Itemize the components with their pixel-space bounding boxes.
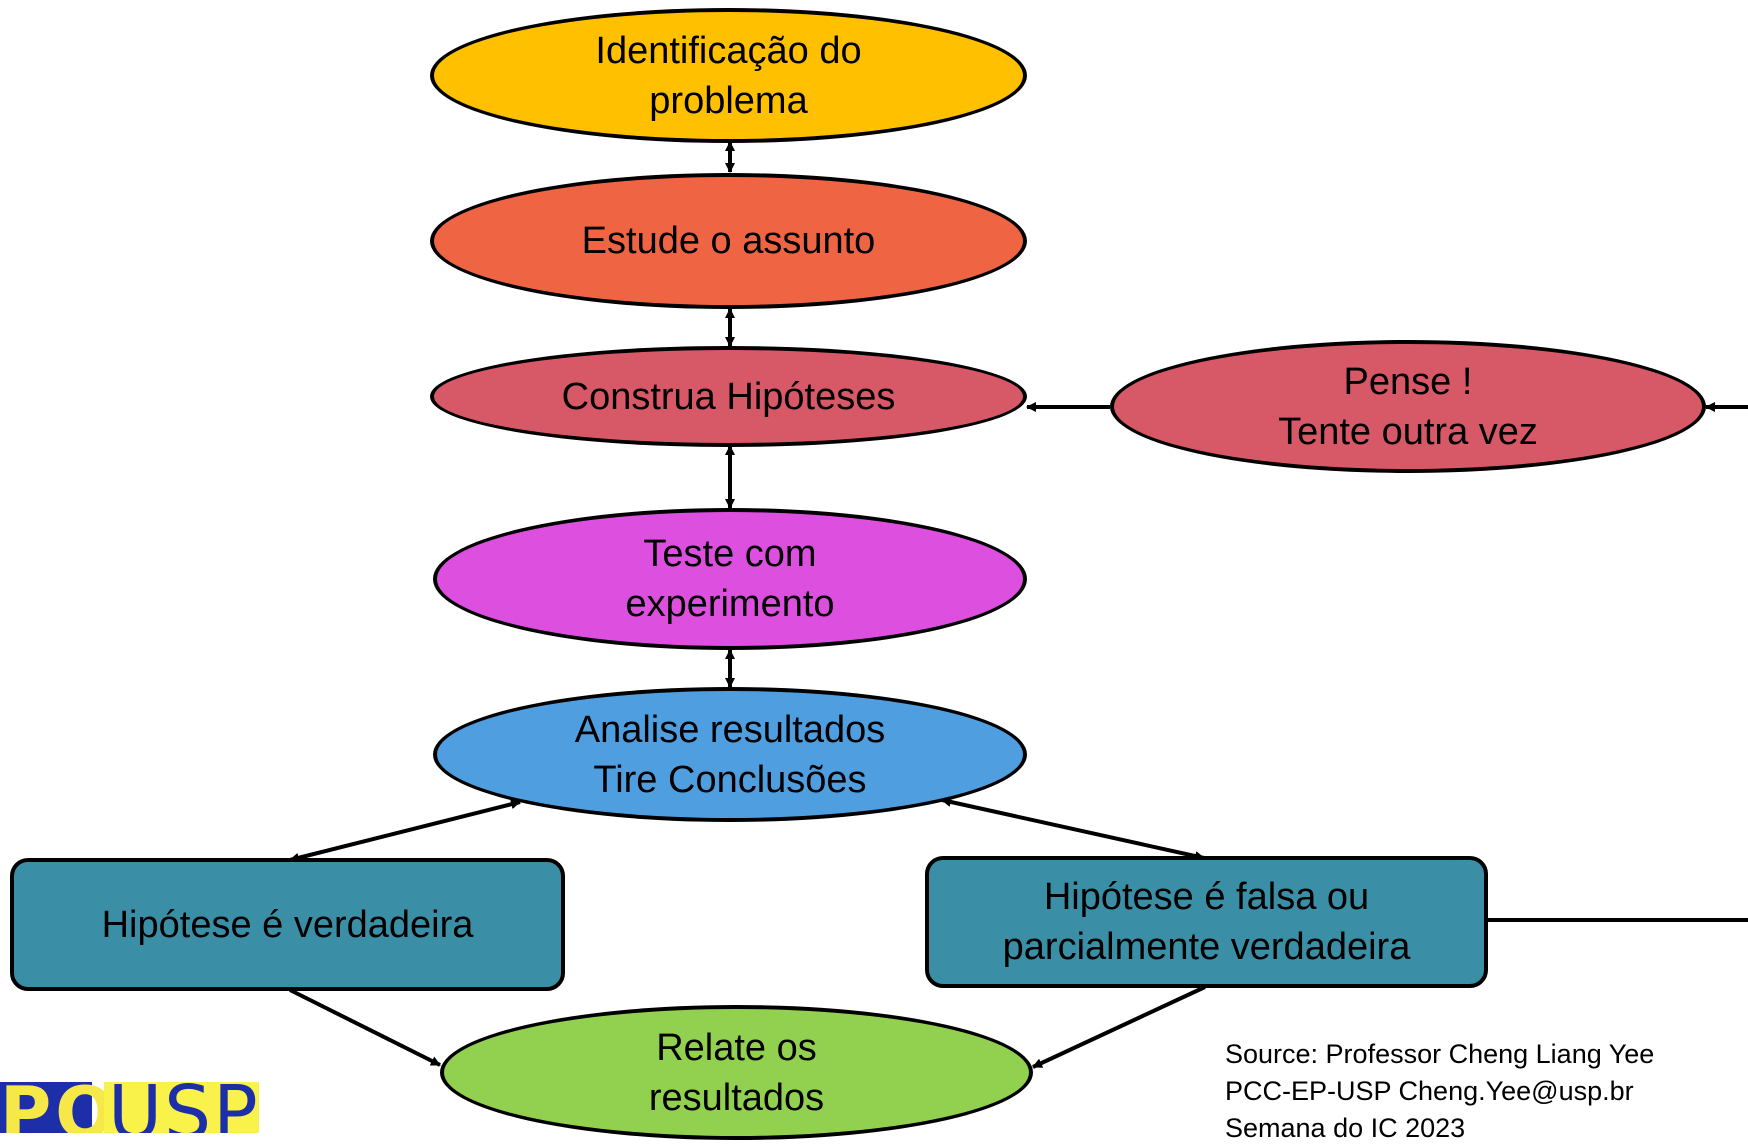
- arrow-false-report: [1032, 985, 1206, 1069]
- node-think-again: Pense ! Tente outra vez: [1110, 340, 1706, 473]
- source-line1: Source: Professor Cheng Liang Yee: [1225, 1039, 1655, 1069]
- node-report-line1: Relate os: [656, 1026, 817, 1069]
- node-test-experiment: Teste com experimento: [433, 508, 1027, 650]
- node-false-line2: parcialmente verdadeira: [1002, 926, 1411, 968]
- node-hypothesis-false: Hipótese é falsa ou parcialmente verdade…: [925, 856, 1488, 988]
- node-analyze-line2: Tire Conclusões: [593, 758, 867, 801]
- node-test-line1: Teste com: [643, 533, 817, 575]
- node-analyze-line1: Analise resultados: [574, 708, 886, 751]
- node-test-line2: experimento: [625, 583, 835, 625]
- node-report-results: Relate os resultados: [440, 1005, 1033, 1140]
- arrow-true-report: [289, 988, 441, 1067]
- node-hypotheses-line1: Construa Hipóteses: [561, 375, 896, 418]
- poli-usp-logo: POLI USP: [0, 1082, 260, 1133]
- node-hypothesis-true: Hipótese é verdadeira: [10, 858, 565, 991]
- arrow-analyze-false: [941, 797, 1205, 861]
- source-line2: PCC-EP-USP Cheng.Yee@usp.br: [1225, 1076, 1634, 1106]
- arrow-analyze-true: [289, 799, 521, 863]
- logo-usp-text: USP: [108, 1082, 260, 1133]
- source-credit: Source: Professor Cheng Liang Yee PCC-EP…: [1225, 1036, 1654, 1147]
- node-identify-line2: problema: [649, 79, 808, 122]
- node-analyze-results: Analise resultados Tire Conclusões: [433, 687, 1027, 822]
- node-report-line2: resultados: [648, 1076, 825, 1119]
- node-study-subject: Estude o assunto: [430, 173, 1027, 309]
- node-true-line1: Hipótese é verdadeira: [101, 903, 474, 946]
- node-false-line1: Hipótese é falsa ou: [1043, 876, 1370, 918]
- source-line3: Semana do IC 2023: [1225, 1113, 1466, 1143]
- node-build-hypotheses: Construa Hipóteses: [430, 346, 1027, 447]
- node-study-line1: Estude o assunto: [581, 220, 876, 262]
- node-think-line2: Tente outra vez: [1278, 410, 1538, 453]
- logo-poli: POLI: [0, 1082, 193, 1133]
- logo-usp: USP: [104, 1082, 259, 1133]
- node-identify-line1: Identificação do: [595, 29, 862, 72]
- node-think-line1: Pense !: [1343, 360, 1473, 403]
- node-identify-problem: Identificação do problema: [430, 8, 1027, 143]
